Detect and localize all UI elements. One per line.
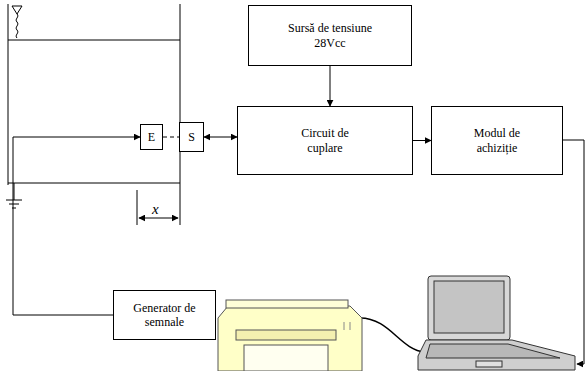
data-cable [563, 140, 584, 364]
printer-cable [360, 318, 425, 352]
sensor-box: S [179, 122, 204, 152]
node-text: Modul de achiziție [459, 126, 535, 155]
signal-wire [204, 137, 237, 138]
coupling-circuit-box: Circuit de cuplare [237, 106, 413, 175]
printer-icon [218, 300, 362, 371]
acquisition-module-box: Modul de achiziție [431, 106, 563, 175]
signal-wire [330, 66, 331, 106]
signal-wire [13, 137, 140, 315]
sensor-housing [8, 4, 180, 225]
power-supply-box: Sursă de tensiune 28Vcc [248, 5, 412, 66]
dimension-x [137, 190, 178, 225]
dimension-label: x [151, 202, 160, 217]
node-text: E [145, 130, 158, 144]
dashed-link [163, 137, 179, 138]
signal-wire [413, 140, 431, 141]
signal-generator-box: Generator de semnale [113, 290, 216, 340]
node-text: Generator de semnale [122, 301, 208, 330]
emitter-box: E [140, 124, 163, 150]
node-text: S [185, 130, 198, 144]
ground-symbol [6, 183, 22, 208]
laptop-icon [418, 276, 575, 370]
node-text: Sursă de tensiune 28Vcc [272, 21, 388, 50]
level-symbol [12, 6, 22, 38]
node-text: Circuit de cuplare [287, 126, 363, 155]
